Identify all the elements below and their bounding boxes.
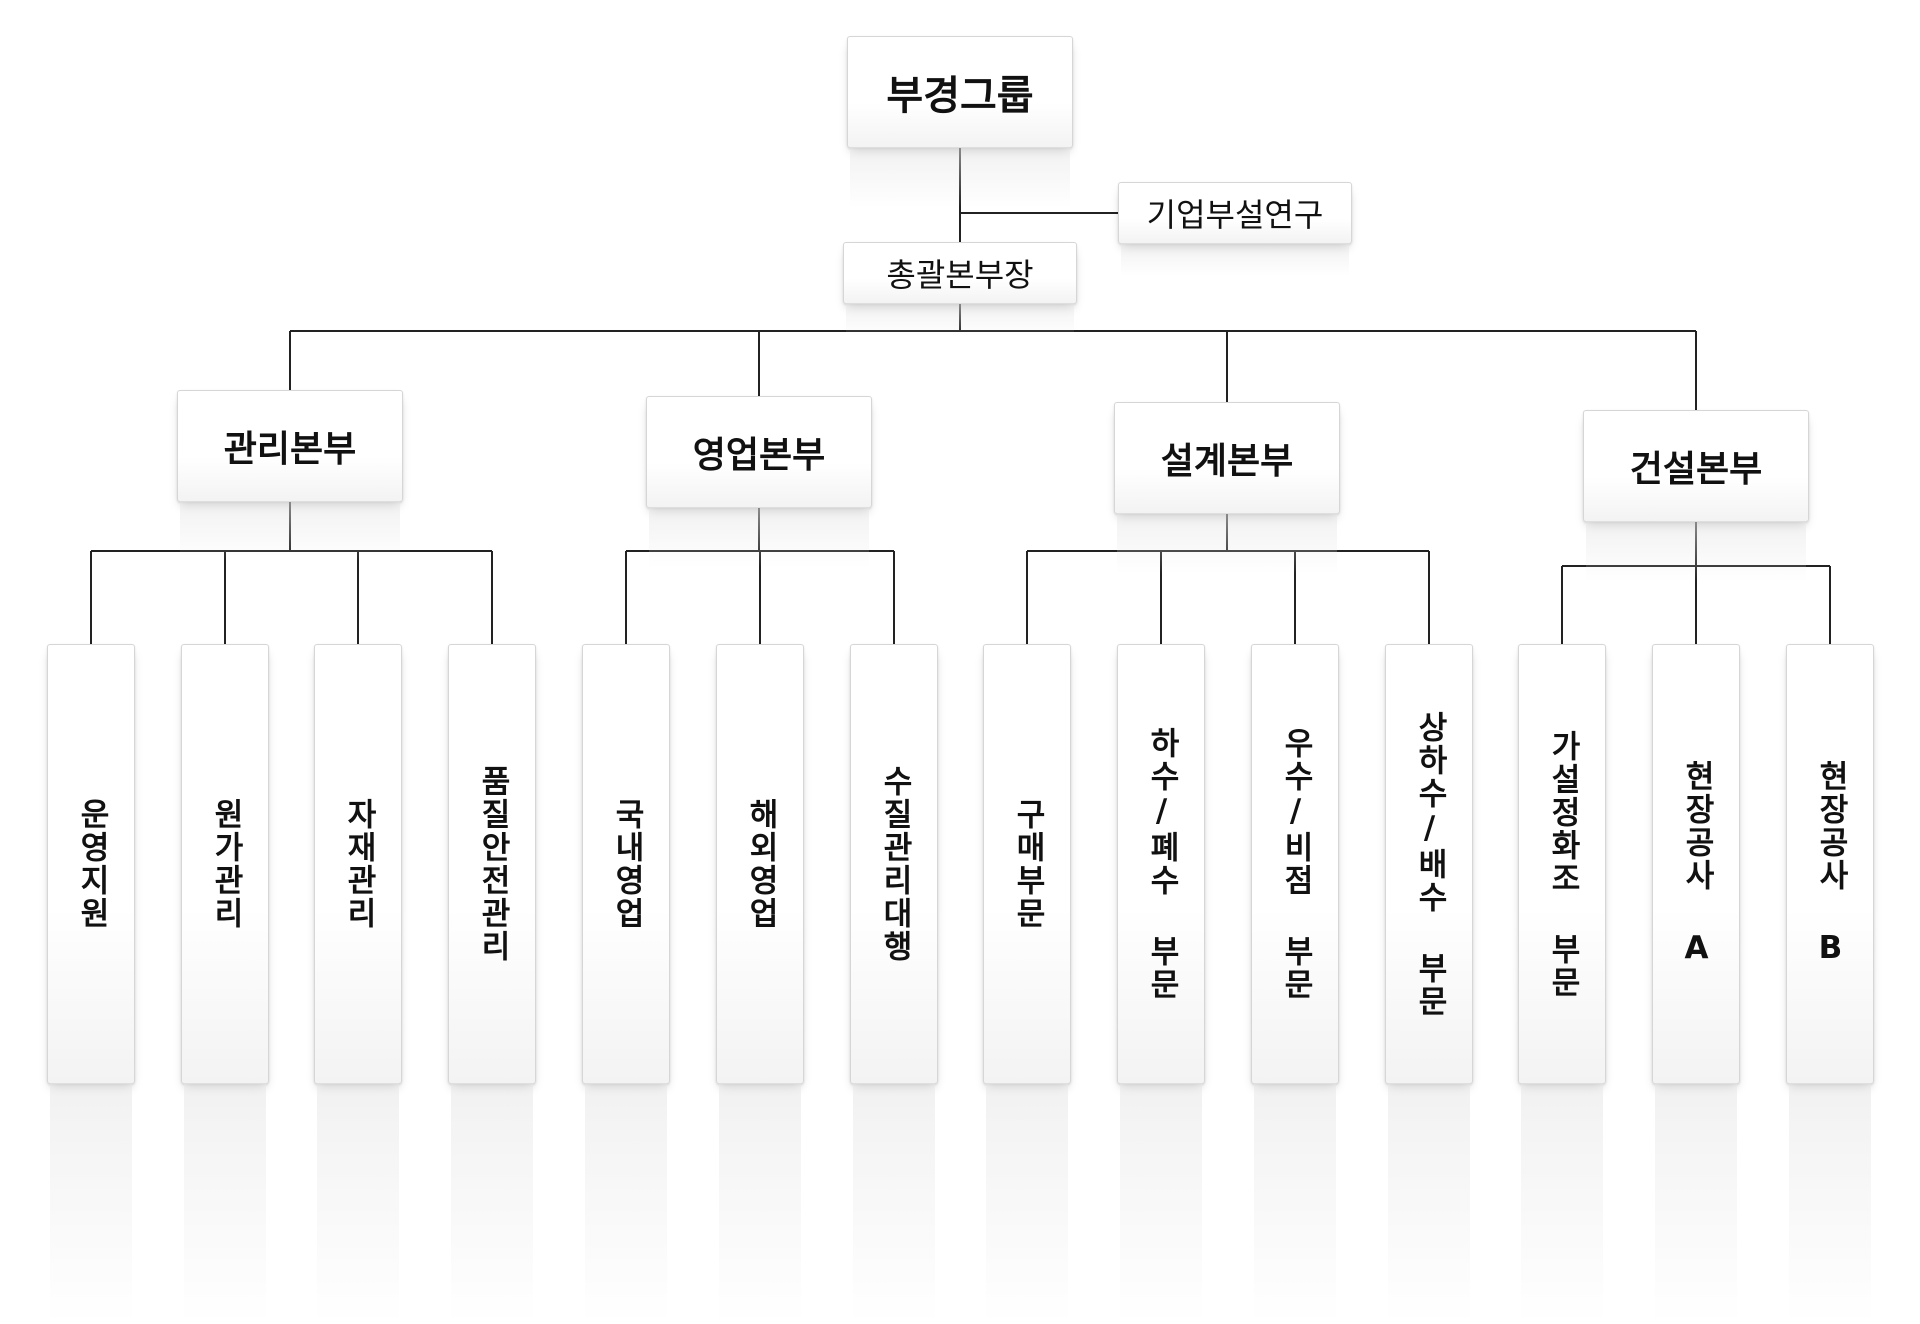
node-team: 상하수/배수 부문 xyxy=(1385,644,1473,1324)
node-team: 품질안전관리 xyxy=(448,644,536,1324)
node-division-management: 관리본부 xyxy=(177,390,403,562)
node-research-lab: 기업부설연구 xyxy=(1118,182,1352,276)
node-team: 현장공사 B xyxy=(1786,644,1874,1324)
team-label: 국내영업 xyxy=(608,798,645,930)
node-team: 우수/비점 부문 xyxy=(1251,644,1339,1324)
node-division-construction: 건설본부 xyxy=(1583,410,1809,582)
team-label: 운영지원 xyxy=(73,798,110,930)
node-team: 구매부문 xyxy=(983,644,1071,1324)
team-label: 현장공사 B xyxy=(1812,760,1849,968)
team-label: 가설정화조 부문 xyxy=(1544,729,1581,999)
team-label: 구매부문 xyxy=(1009,798,1046,930)
node-research-lab-label: 기업부설연구 xyxy=(1146,196,1324,234)
node-team: 원가관리 xyxy=(181,644,269,1324)
node-team: 자재관리 xyxy=(314,644,402,1324)
team-label: 상하수/배수 부문 xyxy=(1411,710,1448,1018)
team-label: 원가관리 xyxy=(207,798,244,930)
node-division-design: 설계본부 xyxy=(1114,402,1340,574)
node-team: 현장공사 A xyxy=(1652,644,1740,1324)
division-label: 설계본부 xyxy=(1160,441,1294,482)
node-division-sales: 영업본부 xyxy=(646,396,872,568)
team-label: 해외영업 xyxy=(742,798,779,930)
team-label: 우수/비점 부문 xyxy=(1277,727,1314,1001)
division-label: 건설본부 xyxy=(1629,449,1763,490)
node-team: 가설정화조 부문 xyxy=(1518,644,1606,1324)
node-executive-label: 총괄본부장 xyxy=(886,256,1034,294)
node-team: 국내영업 xyxy=(582,644,670,1324)
node-team: 해외영업 xyxy=(716,644,804,1324)
node-root: 부경그룹 xyxy=(847,36,1073,208)
team-label: 하수/폐수 부문 xyxy=(1143,727,1180,1001)
team-label: 현장공사 A xyxy=(1678,760,1715,968)
team-label: 품질안전관리 xyxy=(474,765,511,963)
node-team: 수질관리대행 xyxy=(850,644,938,1324)
division-label: 관리본부 xyxy=(223,429,357,470)
division-label: 영업본부 xyxy=(692,435,826,476)
node-team: 하수/폐수 부문 xyxy=(1117,644,1205,1324)
node-root-label: 부경그룹 xyxy=(886,73,1034,119)
team-label: 자재관리 xyxy=(340,798,377,930)
node-team: 운영지원 xyxy=(47,644,135,1324)
node-executive: 총괄본부장 xyxy=(843,242,1077,336)
team-label: 수질관리대행 xyxy=(876,765,913,963)
